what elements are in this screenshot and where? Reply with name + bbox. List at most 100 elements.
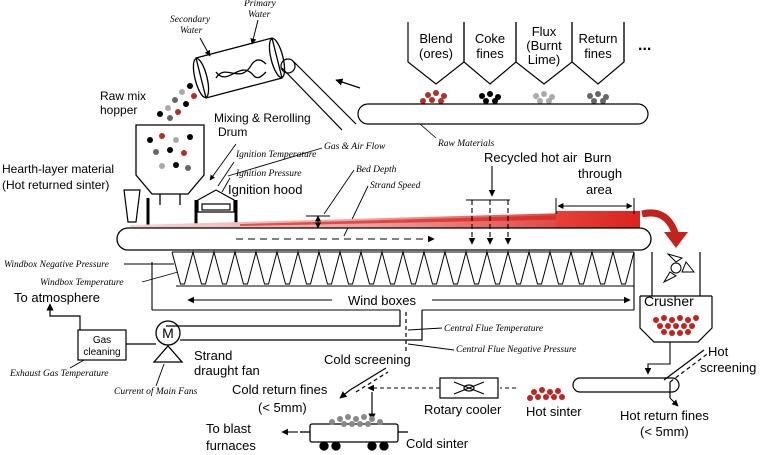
gas-cleaning-box: [77, 329, 127, 361]
ignition-hood-label: Ignition hood: [228, 182, 302, 197]
raw-material-conveyor: [357, 103, 649, 125]
gas-cleaning-l2: cleaning: [83, 347, 120, 358]
crusher-label: Crusher: [644, 293, 694, 309]
central-flue-negative-pressure-label: Central Flue Negative Pressure: [456, 345, 576, 355]
hopper-flux-l1: Flux: [532, 24, 557, 39]
primary-water-l1: Primary: [243, 0, 276, 9]
raw-mix-hopper-l1: Raw mix: [100, 89, 146, 103]
exhaust-gas-temperature-label: Exhaust Gas Temperature: [9, 369, 109, 379]
water-labels: Secondary Water Primary Water: [170, 0, 276, 57]
primary-water-l2: Water: [248, 10, 271, 20]
hopper-coke-l1: Coke: [475, 31, 505, 46]
cold-screen: [339, 367, 389, 421]
hearth-layer-hopper: [123, 189, 150, 226]
bed-depth-marker: [306, 215, 330, 229]
cold-sinter-load: [329, 414, 383, 427]
raw-to-drum-arrow: [335, 78, 361, 89]
strand-speed-label: Strand Speed: [370, 181, 421, 191]
central-flue-temperature-label: Central Flue Temperature: [444, 324, 543, 334]
cold-screening-label: Cold screening: [324, 352, 411, 367]
hearth-layer-l1: Hearth-layer material: [2, 162, 114, 176]
hopper-blend-l1: Blend: [419, 31, 452, 46]
bed-depth-label: Bed Depth: [356, 165, 397, 175]
strand-draught-fan-l1: Strand: [194, 348, 232, 363]
crushed-sinter: [653, 315, 699, 336]
cold-sinter-label: Cold sinter: [406, 436, 469, 451]
to-blast-l1: To blast: [206, 421, 251, 436]
raw-mix-hopper-l2: hopper: [100, 103, 137, 117]
burn-through-span: [555, 198, 635, 214]
discharge-arrow: [641, 209, 680, 238]
to-atmosphere-duct: [46, 303, 81, 330]
strand-draught-fan: [152, 320, 184, 363]
falling-mix: [157, 83, 197, 121]
wind-boxes-label: Wind boxes: [348, 293, 416, 308]
cold-return-fines-l2: (< 5mm): [258, 400, 307, 415]
windbox-temperature-label: Windbox Temperature: [40, 278, 123, 288]
raw-material-bins: [407, 22, 625, 85]
wind-boxes-label-bg: [332, 291, 432, 308]
gas-air-flow-label: Gas & Air Flow: [324, 142, 386, 152]
ignition-leaders: [209, 143, 323, 193]
discharge-arrowhead: [664, 232, 688, 248]
hot-sinter-label: Hot sinter: [526, 404, 582, 419]
mixing-drum: [192, 37, 286, 99]
hot-return-fines-l2: (< 5mm): [640, 424, 689, 439]
mixing-drum-conveyor: [280, 58, 357, 131]
crusher: [639, 252, 713, 343]
hopper-return-l2: fines: [584, 46, 612, 61]
hot-sinter-conveyor: [572, 377, 680, 393]
hearth-layer-l2: (Hot returned sinter): [2, 178, 109, 192]
to-blast-l2: furnaces: [206, 438, 256, 453]
windbox-negative-pressure-label: Windbox Negative Pressure: [4, 260, 109, 270]
recycled-hot-air-label: Recycled hot air: [484, 150, 578, 165]
recycled-hot-air-pipes: [466, 166, 512, 245]
hopper-flux-l3: Lime): [528, 52, 561, 67]
burn-through-l2: through: [578, 166, 622, 181]
raw-mix-hopper: [135, 124, 205, 205]
hot-fines-arrow: [669, 397, 679, 407]
ignition-temperature-label: Ignition Temperature: [235, 150, 316, 160]
hot-screening-l2: screening: [700, 360, 756, 375]
rotary-cooler-label: Rotary cooler: [424, 402, 502, 417]
raw-material-piles: [420, 90, 609, 104]
sinter-bed: [130, 211, 640, 228]
mixing-drum-label-l1: Mixing & Rerolling: [214, 111, 311, 125]
strand-draught-fan-l2: draught fan: [194, 363, 260, 378]
to-atmosphere-label: To atmosphere: [14, 290, 100, 305]
hopper-blend-l2: (ores): [419, 46, 453, 61]
hot-sinter-pile: [527, 387, 565, 401]
hot-screen: [663, 349, 711, 398]
more-hoppers-ellipsis: ...: [638, 37, 651, 54]
secondary-water-l2: Water: [180, 26, 203, 36]
hopper-coke-l2: fines: [476, 46, 504, 61]
bed-depth-leader: [323, 169, 355, 215]
raw-mix-contents: [147, 133, 193, 171]
crusher-to-screen: [644, 342, 671, 375]
rotary-cooler: [439, 377, 499, 399]
windbox-hoppers: [171, 250, 635, 285]
rail-car: [300, 423, 408, 451]
raw-materials-leader: [419, 123, 437, 139]
burn-through-l1: Burn: [584, 150, 611, 165]
hopper-labels: Blend (ores) Coke fines Flux (Burnt Lime…: [419, 24, 651, 67]
gas-cleaning-l1: Gas: [93, 335, 111, 346]
cold-return-fines-l1: Cold return fines: [232, 382, 328, 397]
mixing-drum-label-l2: Drum: [218, 125, 247, 139]
secondary-water-l1: Secondary: [170, 15, 211, 25]
current-main-fans-label: Current of Main Fans: [114, 386, 198, 397]
raw-materials-label: Raw Materials: [437, 139, 495, 149]
hot-screening-l1: Hot: [708, 344, 729, 359]
hopper-flux-l2: (Burnt: [526, 38, 562, 53]
fan-motor-symbol: M: [162, 325, 174, 341]
ignition-pressure-label: Ignition Pressure: [235, 169, 302, 179]
burn-through-l3: area: [586, 182, 613, 197]
strand-conveyor: [116, 227, 652, 251]
crusher-rotor-icon: [662, 252, 696, 284]
hot-return-fines-l1: Hot return fines: [620, 408, 709, 423]
central-flue: [166, 310, 423, 352]
ignition-hood: [194, 189, 238, 226]
windbox-hopper-teeth: [171, 250, 635, 285]
hopper-return-l1: Return: [578, 31, 617, 46]
